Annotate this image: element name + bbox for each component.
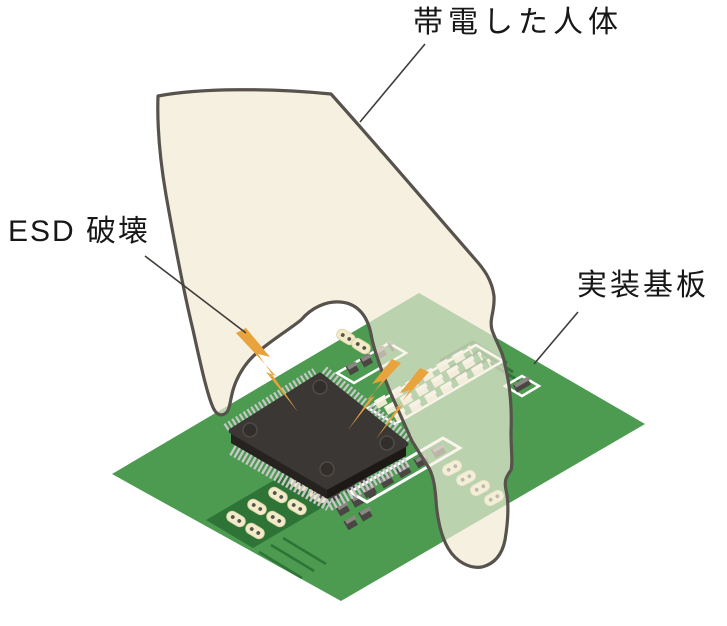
leader-line-charged-body	[359, 43, 426, 123]
label-mounted-board: 実装基板	[577, 269, 709, 302]
leader-line-esd-damage	[144, 255, 247, 334]
hand-outline	[156, 88, 514, 569]
label-esd-damage: ESD 破壊	[8, 215, 150, 248]
label-charged-body: 帯電した人体	[413, 6, 623, 39]
lightning-bolt-right	[376, 368, 429, 439]
lightning-bolt-left	[236, 328, 298, 412]
lightning-bolt-middle	[348, 359, 401, 430]
leader-line-mounted-board	[533, 311, 579, 365]
